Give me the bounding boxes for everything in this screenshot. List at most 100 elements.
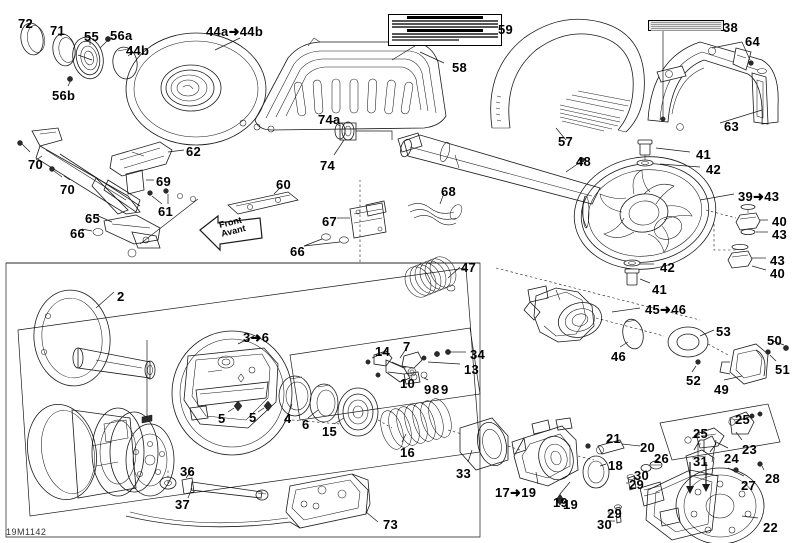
nut-40-lower (727, 243, 753, 269)
callout-25: 25 (735, 412, 751, 427)
callout-68: 68 (441, 184, 457, 199)
callout-70: 70 (28, 157, 44, 172)
group-driven-pulley-44 (125, 32, 267, 146)
callout-17-19: 17➜19 (495, 485, 537, 500)
callout-40: 40 (770, 266, 786, 281)
group-rear-guard-63 (647, 41, 779, 131)
group-track-wheels (27, 340, 175, 501)
callout-19: 19 (563, 497, 579, 512)
callout-4: 4 (284, 411, 292, 426)
callout-33: 33 (456, 466, 472, 481)
callout-9: 9 (424, 382, 432, 397)
callout-15: 15 (322, 424, 338, 439)
group-primary-sheave-2 (33, 289, 156, 387)
callout-38: 38 (723, 20, 739, 35)
callout-26: 26 (654, 451, 670, 466)
callout-56a: 56a (110, 28, 133, 43)
panel-parts-23-25 (659, 403, 781, 461)
callout-34: 34 (470, 347, 486, 362)
group-front-hub-seals (20, 22, 138, 87)
callout-41: 41 (696, 147, 712, 162)
callout-25: 25 (693, 426, 709, 441)
callout-9: 9 (441, 382, 449, 397)
group-clutch-housing-3-6 (171, 330, 293, 456)
callout-46: 46 (611, 349, 627, 364)
callout-45-46: 45➜46 (645, 302, 687, 317)
group-linkage-small-parts (365, 345, 466, 385)
callout-16: 16 (400, 445, 416, 460)
callout-27: 27 (741, 478, 757, 493)
callout-29: 29 (629, 477, 645, 492)
callout-59: 59 (498, 22, 514, 37)
callout-6: 6 (302, 417, 310, 432)
group-rings-4-6-15 (227, 375, 379, 437)
callout-42: 42 (706, 162, 722, 177)
callout-60: 60 (276, 177, 292, 192)
callout-22: 22 (763, 520, 779, 535)
callout-53: 53 (716, 324, 732, 339)
callout-74: 74 (320, 158, 336, 173)
callout-7: 7 (403, 339, 411, 354)
callout-29: 29 (607, 506, 623, 521)
reflector-strip-38 (648, 20, 724, 31)
callout-39-43: 39➜43 (738, 189, 780, 204)
callout-44a-44b: 44a➜44b (206, 24, 264, 39)
group-brake-disc-22 (639, 435, 765, 543)
callout-14: 14 (375, 344, 391, 359)
callout-67: 67 (322, 214, 338, 229)
callout-72: 72 (18, 16, 34, 31)
callout-69: 69 (156, 174, 172, 189)
callout-74a: 74a (318, 112, 341, 127)
callout-43: 43 (772, 227, 788, 242)
group-wheel-39-43 (573, 139, 768, 286)
callout-51: 51 (775, 362, 791, 377)
leader-59-b (391, 43, 419, 61)
group-bracket-67 (303, 200, 387, 247)
callout-23: 23 (742, 442, 758, 457)
callout-43: 43 (770, 253, 786, 268)
callout-36: 36 (180, 464, 196, 479)
callout-20: 20 (640, 440, 656, 455)
callout-56b: 56b (52, 88, 76, 103)
callout-19: 19 (553, 495, 569, 510)
callout-18: 18 (608, 458, 624, 473)
callout-42: 42 (660, 260, 676, 275)
wheel-fastener-top (636, 139, 654, 167)
callout-52: 52 (686, 373, 702, 388)
group-knuckle-45-46 (523, 285, 789, 385)
group-fasteners-26-30 (606, 457, 663, 524)
callout-8: 8 (432, 382, 440, 397)
group-spring-16 (380, 398, 452, 450)
panel-small-parts (289, 327, 481, 421)
callout-41: 41 (652, 282, 668, 297)
callout-55: 55 (84, 29, 100, 44)
callout-2: 2 (117, 289, 125, 304)
callout-50: 50 (767, 333, 783, 348)
callout-21: 21 (606, 431, 622, 446)
callout-62: 62 (186, 144, 202, 159)
callout-61: 61 (158, 204, 174, 219)
group-rail-60 (227, 185, 299, 215)
group-cvt-assembly-17-19 (511, 417, 641, 506)
nut-40-upper (735, 204, 761, 235)
group-axle-shaft (397, 132, 601, 205)
callout-3-6: 3➜6 (243, 330, 270, 345)
group-bushing-74 (331, 120, 393, 156)
callout-65: 65 (85, 211, 101, 226)
sheet-code: 19M1142 (6, 527, 47, 537)
callout-10: 10 (400, 376, 416, 391)
group-drive-belt-57 (490, 18, 645, 141)
callout-58: 58 (452, 60, 468, 75)
callout-5: 5 (218, 411, 226, 426)
wheel-fastener-bottom (623, 259, 641, 286)
callout-24: 24 (724, 451, 740, 466)
callout-30: 30 (634, 468, 650, 483)
callout-28: 28 (765, 471, 781, 486)
group-arrows-31 (686, 462, 710, 494)
callout-63: 63 (724, 119, 740, 134)
callout-49: 49 (714, 382, 730, 397)
callout-40: 40 (772, 214, 788, 229)
callout-48: 48 (576, 154, 592, 169)
callout-13: 13 (464, 362, 480, 377)
callout-71: 71 (50, 23, 66, 38)
